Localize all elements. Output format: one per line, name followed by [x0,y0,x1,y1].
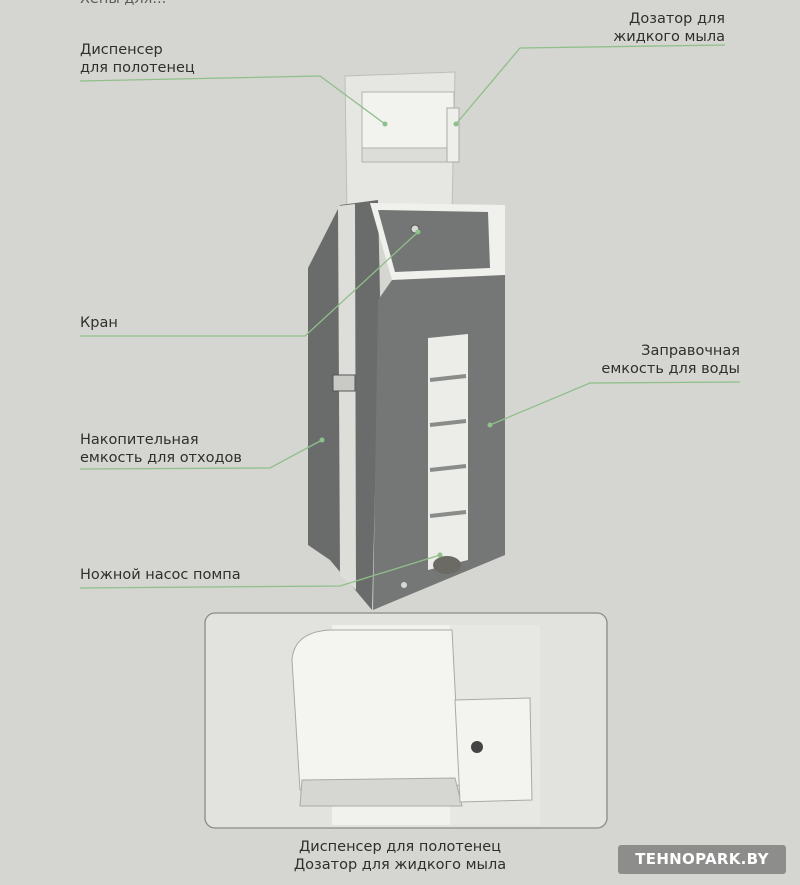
foot-pump-label: Ножной насос помпа [80,567,241,583]
water-tank-label: Заправочная емкость для воды [601,343,740,377]
soap-dispenser-label: Дозатор для жидкого мыла [613,11,725,45]
leader-lines [79,44,741,589]
cabinet-opening [428,334,468,570]
foot-pump [433,556,461,574]
detail-towel-dispenser [291,629,461,795]
towel-tray-small [361,147,455,163]
latch [332,374,356,392]
detail-towel-slot [299,777,463,807]
detail-soap-button [471,741,483,753]
waste-tank-label: Накопительная емкость для отходов [80,432,242,466]
top-cut-label: Хены для... [80,0,166,8]
pump-pedal [401,582,407,588]
cabinet-basin [378,210,490,272]
leader-dots [319,121,493,558]
tap-label: Кран [80,315,118,331]
detail-soap-dispenser [454,697,533,803]
cabinet-shelves [429,374,467,518]
towel-dispenser-small [361,91,455,151]
towel-dispenser-label: Диспенсер для полотенец [80,42,195,76]
site-watermark: TEHNOPARK.BY [618,845,786,874]
detail-caption: Диспенсер для полотенец Дозатор для жидк… [293,839,507,873]
soap-dispenser-small [446,107,460,163]
cabinet-left-frame [338,204,356,590]
